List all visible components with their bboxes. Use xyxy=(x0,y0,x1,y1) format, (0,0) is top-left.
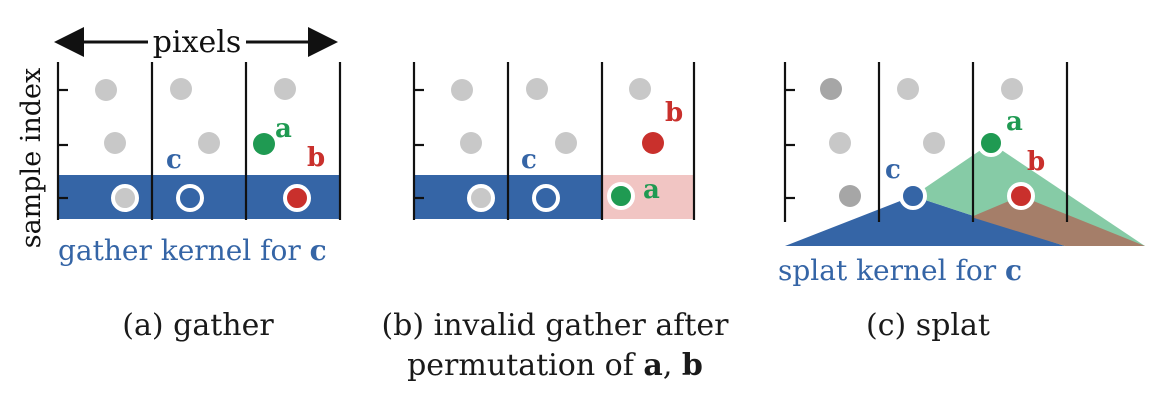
pixels-label: pixels xyxy=(153,25,241,60)
panel-b-invalid-gather: b c a (b) invalid gather after permutati… xyxy=(381,62,729,383)
sample-dot xyxy=(526,78,548,100)
sample-dot-dark xyxy=(820,78,842,100)
sample-a-label: a xyxy=(643,175,660,205)
sample-c-dot xyxy=(176,184,204,212)
sample-dot-dark xyxy=(839,185,861,207)
sample-a-label: a xyxy=(1006,107,1023,137)
sample-dot xyxy=(829,132,851,154)
caption-a: (a) gather xyxy=(122,308,274,343)
sample-index-label: sample index xyxy=(16,68,47,249)
sample-b-label: b xyxy=(665,98,683,128)
sample-dot xyxy=(274,78,296,100)
sample-b-dot xyxy=(642,132,664,154)
background-samples xyxy=(451,78,651,154)
sample-a-dot xyxy=(607,182,635,210)
panel-c-splat: a c b splat kernel for c (c) splat xyxy=(778,62,1145,343)
sample-a-label: a xyxy=(275,114,292,144)
pixel-grid xyxy=(56,62,342,220)
ringed-gray-sample xyxy=(111,184,139,212)
pixel-grid xyxy=(412,62,696,220)
background-samples xyxy=(95,78,296,154)
sample-dot xyxy=(555,132,577,154)
sample-dot xyxy=(451,79,473,101)
gather-kernel-label: gather kernel for c xyxy=(58,234,327,267)
sample-b-label: b xyxy=(1027,147,1045,177)
sample-dot xyxy=(923,132,945,154)
sample-dot xyxy=(897,78,919,100)
sample-b-dot xyxy=(1007,182,1035,210)
sample-c-dot xyxy=(899,182,927,210)
caption-b-line1: (b) invalid gather after xyxy=(381,308,729,343)
sample-b-label: b xyxy=(307,143,325,173)
panel-a-gather: pixels sample index a c b gather kernel … xyxy=(16,25,342,343)
sample-c-label: c xyxy=(885,155,901,185)
sample-dot xyxy=(629,78,651,100)
caption-c: (c) splat xyxy=(866,308,990,343)
sample-c-label: c xyxy=(521,145,537,175)
sample-c-dot xyxy=(532,184,560,212)
caption-b-line2: permutation of a, b xyxy=(407,348,703,383)
splat-kernel-label: splat kernel for c xyxy=(778,254,1022,287)
sample-dot xyxy=(1001,78,1023,100)
splat-kernel-overlap xyxy=(971,196,1145,246)
sample-dot xyxy=(460,132,482,154)
sample-dot xyxy=(104,132,126,154)
sample-dot xyxy=(198,132,220,154)
sample-dot xyxy=(95,79,117,101)
sample-dot xyxy=(170,78,192,100)
ringed-gray-sample xyxy=(467,184,495,212)
splat-kernel-c xyxy=(785,196,1065,246)
sample-c-label: c xyxy=(166,145,182,175)
sample-b-dot xyxy=(283,184,311,212)
sample-a-dot xyxy=(977,129,1005,157)
sample-a-dot xyxy=(253,133,275,155)
pixel-grid xyxy=(783,62,1069,222)
